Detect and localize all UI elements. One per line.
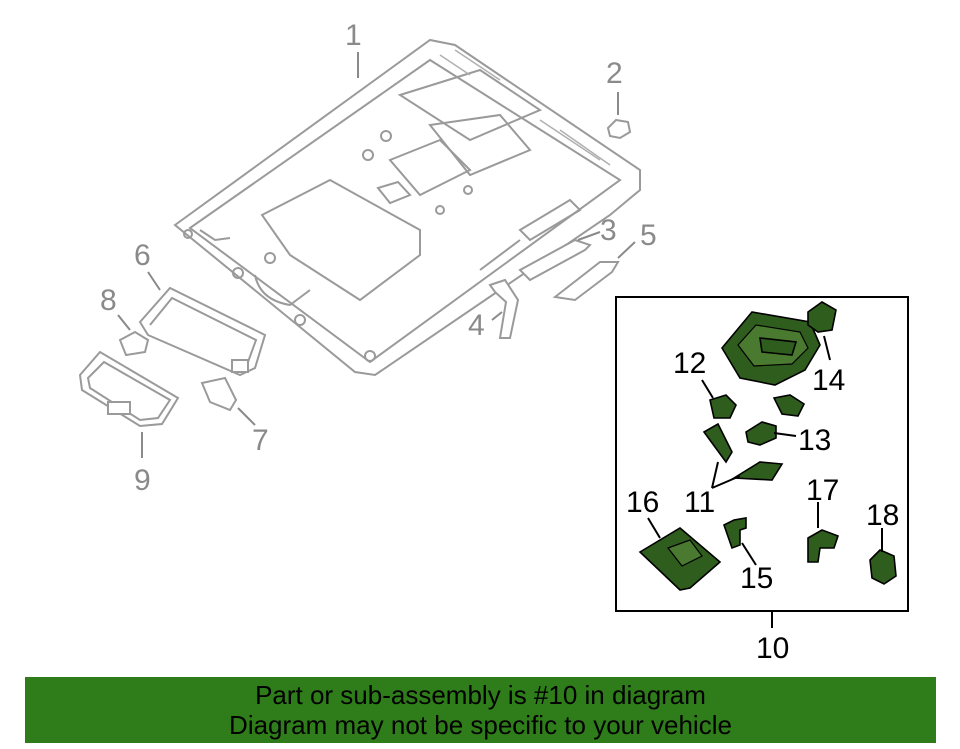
- callout-17: 17: [806, 474, 839, 507]
- callout-4: 4: [468, 309, 485, 342]
- bracket-part-5: [552, 261, 620, 302]
- sun-visor-part-6: [138, 286, 267, 377]
- lens-part-11: [702, 422, 784, 481]
- holder-part-8: [118, 330, 150, 357]
- grab-handle-part-3: [518, 238, 592, 282]
- callout-5: 5: [640, 219, 657, 252]
- parts-diagram: 1 2 3 4 5 6 7 8 9: [78, 19, 909, 665]
- bulb-part-12: [709, 394, 806, 419]
- callout-2: 2: [606, 57, 623, 90]
- callout-12: 12: [673, 347, 706, 380]
- callout-1: 1: [345, 19, 362, 52]
- lamp-part-16: [638, 527, 722, 591]
- callout-18: 18: [866, 499, 899, 532]
- sub-assembly-box: [615, 296, 909, 612]
- callout-9: 9: [134, 464, 151, 497]
- callout-16: 16: [626, 486, 659, 519]
- callout-6: 6: [134, 239, 151, 272]
- callout-10: 10: [756, 632, 789, 665]
- clip-part-2: [606, 118, 632, 140]
- visor-part-9: [78, 350, 180, 428]
- cover-part-7: [200, 376, 238, 412]
- banner-line-1: Part or sub-assembly is #10 in diagram: [255, 680, 706, 710]
- switch-part-17: [807, 529, 840, 563]
- bracket-part-15: [723, 517, 747, 550]
- socket-part-13: [745, 421, 777, 446]
- callout-8: 8: [100, 284, 117, 317]
- callout-14: 14: [812, 364, 845, 397]
- callout-13: 13: [798, 424, 831, 457]
- notice-banner: Part or sub-assembly is #10 in diagram D…: [25, 677, 936, 743]
- callout-7: 7: [252, 424, 269, 457]
- callout-3: 3: [600, 214, 617, 247]
- grab-handle-part-4: [488, 278, 520, 339]
- clip-part-18: [869, 549, 897, 585]
- map-lamp-assembly: [721, 311, 821, 386]
- banner-line-2: Diagram may not be specific to your vehi…: [229, 710, 732, 740]
- headliner-part: [173, 38, 641, 377]
- connector-part-14: [807, 301, 837, 333]
- callout-11: 11: [684, 486, 715, 519]
- callout-15: 15: [740, 562, 773, 595]
